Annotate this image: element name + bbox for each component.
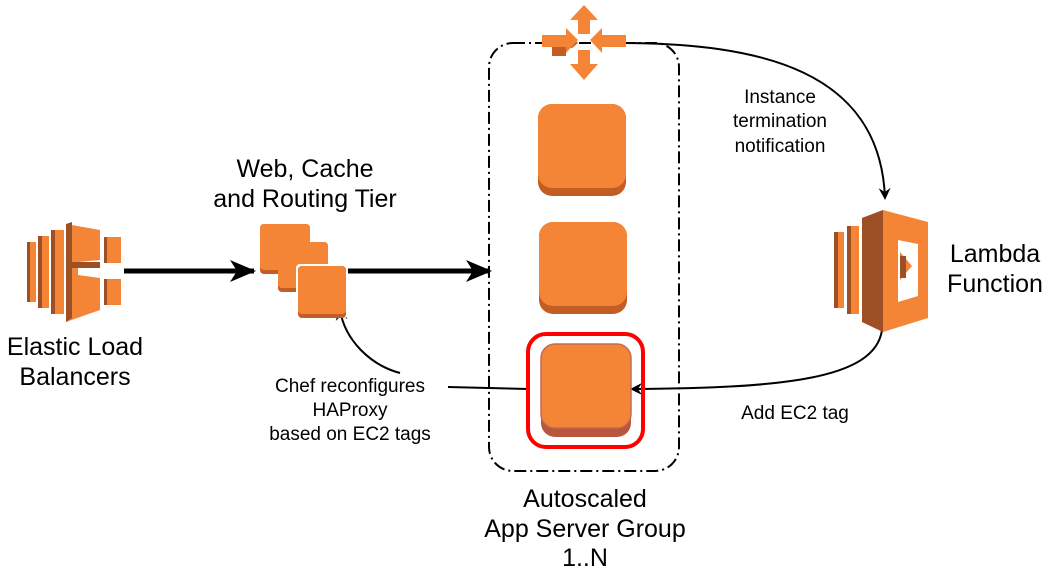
add-ec2-tag-label: Add EC2 tag bbox=[720, 403, 870, 425]
termination-label-line3: notification bbox=[734, 135, 826, 157]
web-tier-label-line2: and Routing Tier bbox=[213, 184, 397, 213]
app-group-label: Autoscaled App Server Group 1..N bbox=[460, 485, 710, 574]
web-tier-label: Web, Cache and Routing Tier bbox=[190, 155, 420, 214]
lambda-label-line1: Lambda bbox=[949, 240, 1041, 268]
auto-scaling-icon[interactable] bbox=[542, 5, 626, 80]
chef-label-line1: Chef reconfigures bbox=[275, 376, 425, 397]
chef-reconfigure-arrow bbox=[335, 308, 401, 374]
ec2-instances-stack-icon[interactable] bbox=[260, 224, 348, 318]
chef-label-line3: based on EC2 tags bbox=[269, 423, 431, 445]
chef-label-line2: HAProxy bbox=[312, 399, 388, 421]
web-tier-label-line1: Web, Cache bbox=[236, 155, 374, 183]
lambda-label-line2: Function bbox=[947, 269, 1043, 298]
add-tag-label-line1: Add EC2 tag bbox=[741, 403, 849, 424]
termination-notification-label: Instance termination notification bbox=[700, 86, 860, 159]
termination-label-line1: Instance bbox=[744, 87, 816, 108]
app-server-instance-terminating[interactable] bbox=[526, 332, 645, 449]
app-server-instance-2[interactable] bbox=[539, 222, 627, 314]
chef-reconfigure-label: Chef reconfigures HAProxy based on EC2 t… bbox=[250, 375, 450, 446]
app-group-label-line3: 1..N bbox=[562, 544, 608, 572]
app-group-label-line1: Autoscaled bbox=[523, 485, 647, 513]
autoscaling-group-boundary bbox=[488, 42, 680, 472]
elb-label: Elastic Load Balancers bbox=[0, 333, 150, 392]
app-server-instance-1[interactable] bbox=[538, 104, 626, 196]
termination-notification-arrow bbox=[619, 42, 891, 200]
app-group-label-line2: App Server Group bbox=[484, 514, 686, 543]
elb-label-line1: Elastic Load bbox=[6, 333, 144, 361]
chef-reconfigure-line bbox=[447, 386, 529, 390]
elb-label-line2: Balancers bbox=[19, 362, 131, 391]
elastic-load-balancer-icon[interactable] bbox=[27, 222, 121, 322]
lambda-label: Lambda Function bbox=[935, 240, 1055, 299]
add-ec2-tag-arrow bbox=[630, 329, 883, 395]
lambda-icon[interactable] bbox=[834, 210, 928, 332]
termination-label-line2: termination bbox=[733, 111, 827, 133]
